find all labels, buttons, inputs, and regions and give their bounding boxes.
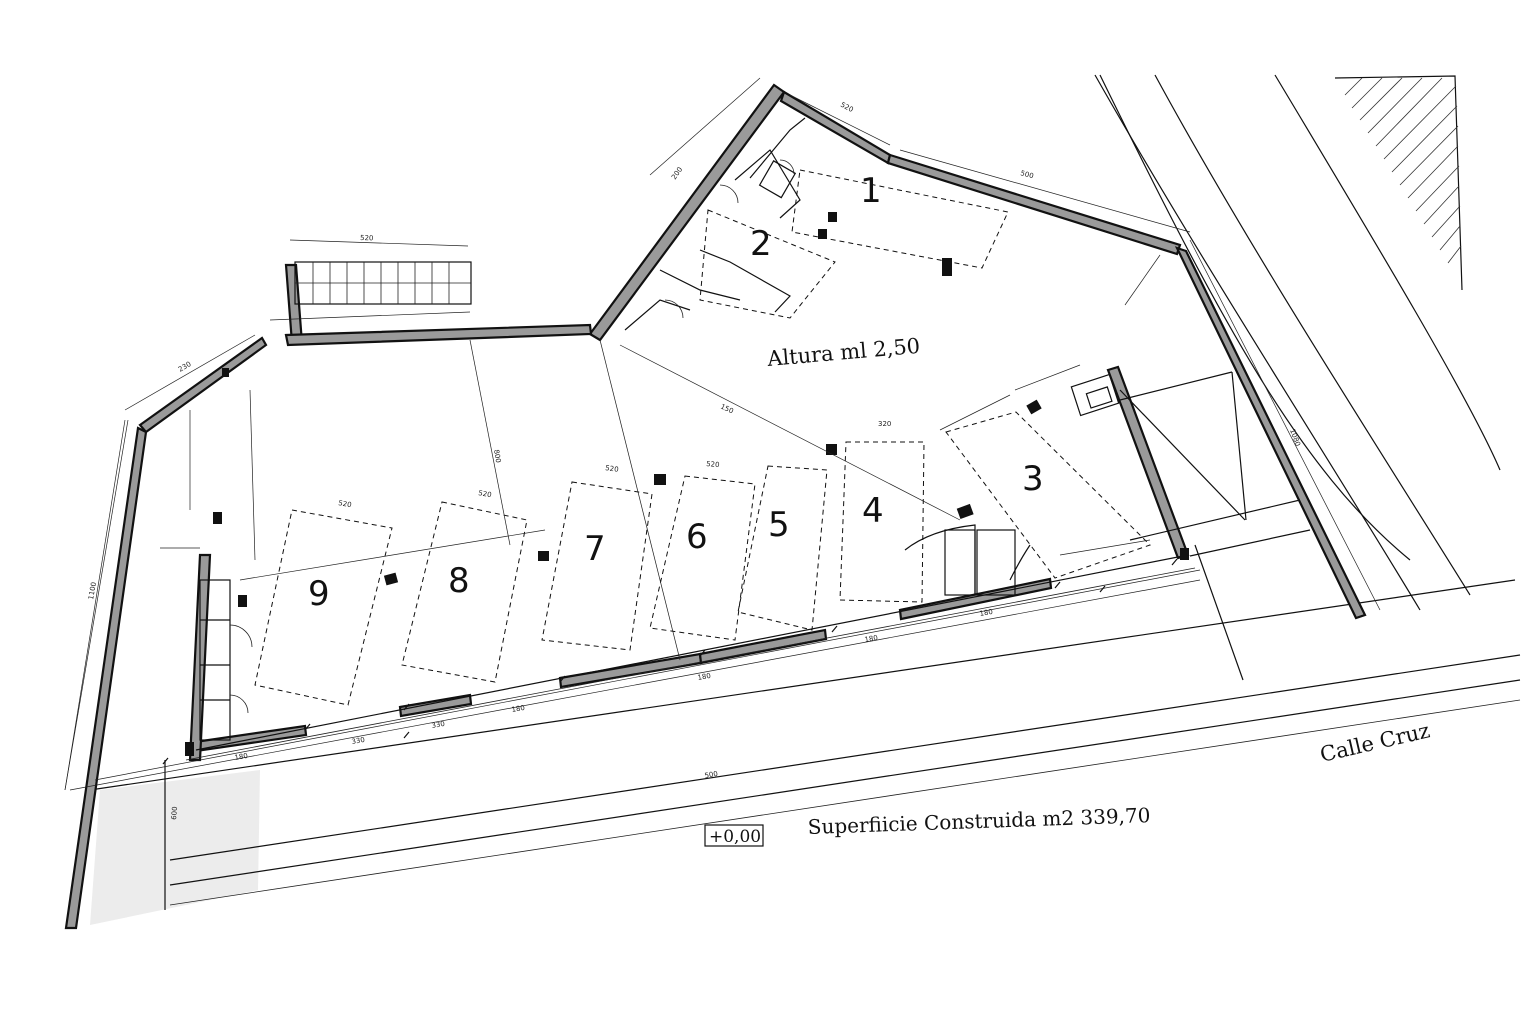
dim-180-c: 180: [697, 672, 712, 682]
dim-180-d: 180: [864, 634, 879, 644]
built-area-label: Superfiicie Construida m2 339,70: [807, 803, 1150, 839]
dim-520-e: 520: [706, 460, 720, 469]
dim-150: 150: [719, 403, 735, 416]
dim-520-d: 520: [605, 464, 619, 474]
dimension-ticks: [162, 558, 1178, 765]
space-number-6: 6: [686, 517, 708, 557]
dim-600: 600: [170, 806, 179, 820]
space-outline-4: [839, 441, 925, 603]
ramp-lines: [1070, 371, 1311, 557]
facade-line: [195, 554, 1189, 751]
space-outline-3: [945, 411, 1151, 579]
dim-330-a: 330: [351, 736, 366, 746]
dim-200: 200: [670, 166, 684, 182]
stairs: [294, 261, 472, 305]
dim-1100: 1100: [87, 581, 98, 600]
outer-walls: [64, 83, 1367, 930]
space-outline-9: [254, 509, 393, 706]
space-outline-2: [699, 209, 836, 319]
space-number-7: 7: [584, 529, 606, 569]
toilets: [199, 579, 253, 741]
parking-spaces: [254, 169, 1151, 706]
space-number-2: 2: [750, 224, 772, 264]
street-lines: [89, 544, 1521, 910]
space-number-4: 4: [862, 491, 884, 531]
dim-500-a: 500: [704, 770, 719, 780]
space-number-5: 5: [768, 505, 790, 545]
space-number-8: 8: [448, 561, 470, 601]
neighbour-hatch: [1334, 75, 1463, 291]
space-number-1: 1: [860, 171, 882, 211]
dim-330-b: 330: [431, 720, 446, 730]
space-outline-6: [649, 475, 756, 641]
dim-800: 800: [492, 449, 502, 464]
level-label: +0,00: [709, 827, 761, 847]
dim-180-a: 180: [234, 752, 249, 762]
dim-500-b: 500: [1019, 169, 1034, 180]
dim-520-c: 520: [478, 489, 493, 499]
space-outline-5: [737, 465, 828, 631]
dim-520-a: 520: [360, 234, 374, 242]
space-outline-7: [541, 481, 653, 651]
street-label: Calle Cruz: [1318, 718, 1432, 767]
pillars: [185, 212, 1189, 756]
dim-520-f: 520: [839, 101, 855, 114]
space-outline-1: [791, 169, 1009, 269]
space-outline-8: [401, 501, 528, 683]
space-number-9: 9: [308, 574, 330, 614]
entrance-booths: [904, 524, 1031, 596]
dim-520-b: 520: [338, 499, 353, 509]
dim-1080: 1080: [1288, 428, 1302, 447]
exterior-dimensions: [64, 77, 1381, 791]
dim-230: 230: [177, 360, 193, 374]
street-edges: [1094, 74, 1501, 611]
shaded-zone: [90, 770, 260, 925]
dim-320: 320: [878, 420, 891, 428]
dimension-labels: 520 520 520 520 520 520 320 180 180 180 …: [87, 101, 1302, 820]
height-label: Altura ml 2,50: [765, 334, 921, 371]
service-rooms: [624, 117, 806, 331]
dim-180-b: 180: [511, 704, 526, 714]
space-numbers: 1 2 3 4 5 6 7 8 9: [308, 171, 1044, 614]
dim-180-e: 180: [979, 608, 994, 618]
space-number-3: 3: [1022, 459, 1044, 499]
level-marker: +0,00: [704, 824, 764, 847]
interior-dimensions: [64, 254, 1161, 791]
